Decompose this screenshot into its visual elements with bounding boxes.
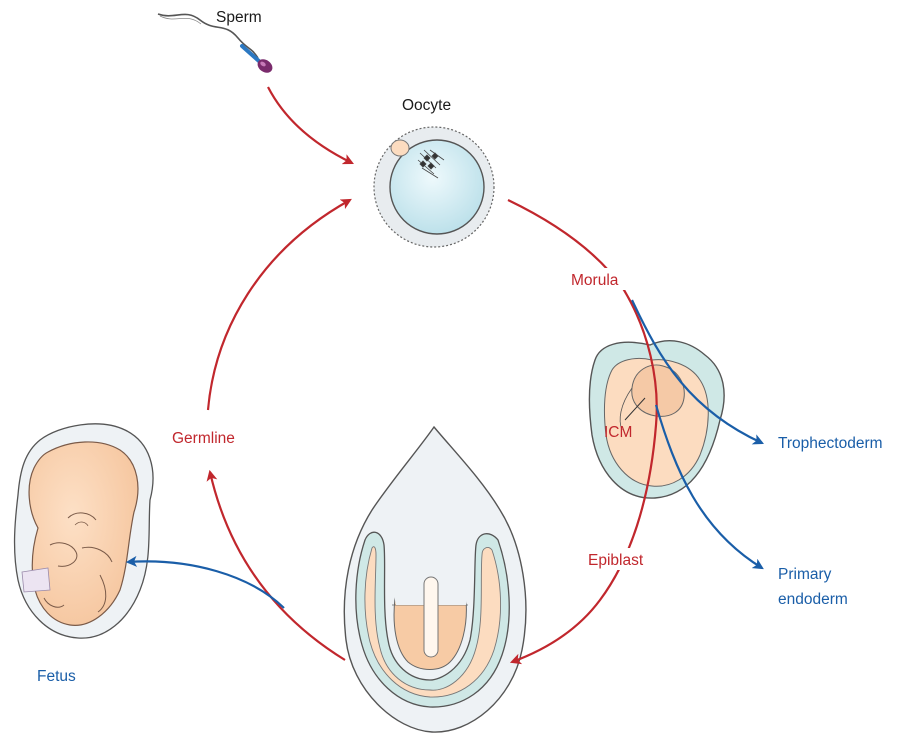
sperm-to-oocyte-arrow <box>268 87 352 163</box>
epiblast-label: Epiblast <box>588 552 644 569</box>
germline-to-oocyte-arrow <box>208 200 350 410</box>
trophectoderm-label: Trophectoderm <box>778 435 883 452</box>
sperm-label: Sperm <box>216 9 262 26</box>
morula-label: Morula <box>571 272 619 289</box>
egg-cylinder-to-germline-arrow <box>210 472 345 660</box>
primary-endoderm-label-line2: endoderm <box>778 591 848 608</box>
fetus-illustration <box>15 424 153 638</box>
oocyte-label: Oocyte <box>402 97 451 114</box>
fetus-label: Fetus <box>37 668 76 685</box>
icm-label: ICM <box>604 424 632 441</box>
oocyte-illustration <box>374 127 494 247</box>
primary-endoderm-label-line1: Primary <box>778 566 832 583</box>
germline-label: Germline <box>172 430 235 447</box>
egg-cylinder-illustration <box>344 427 526 732</box>
